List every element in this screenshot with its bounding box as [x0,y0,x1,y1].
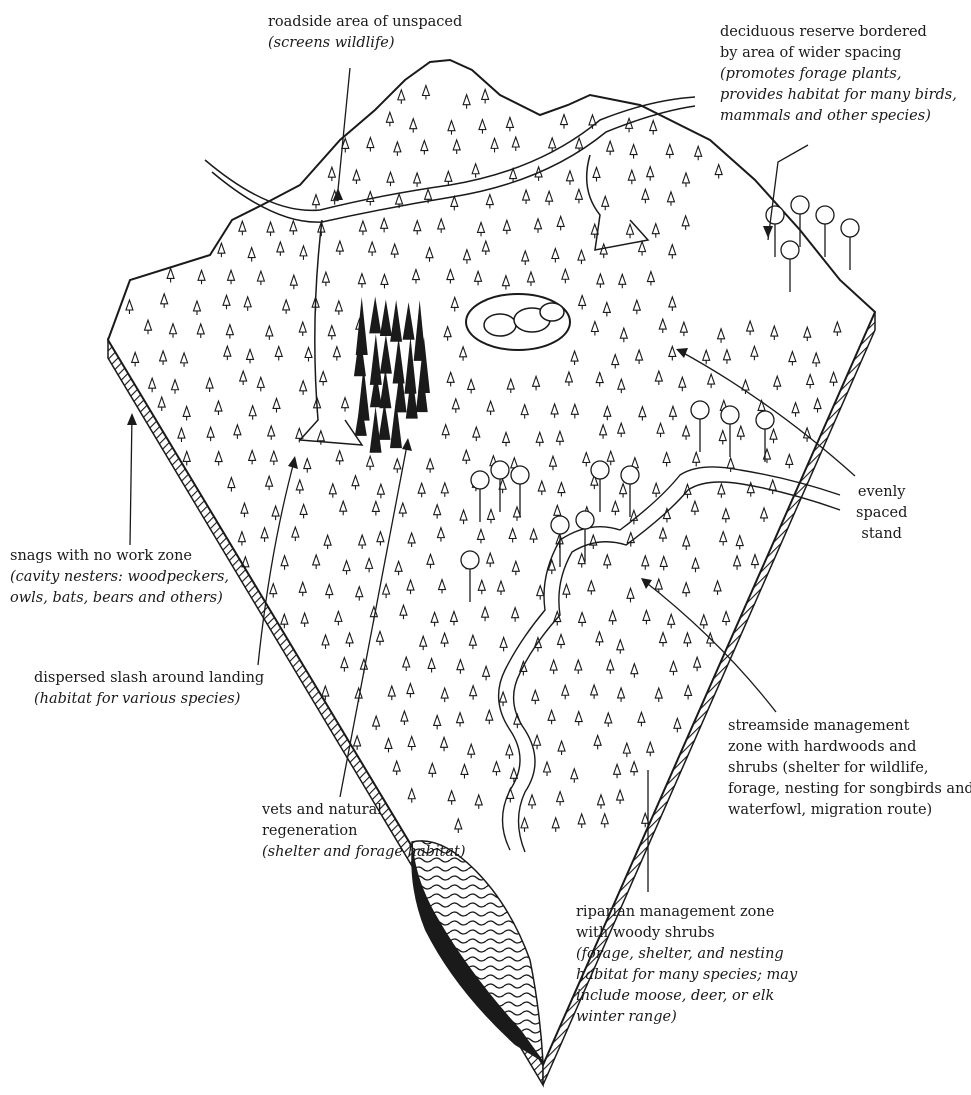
label-deciduous-note-1: (promotes forage plants, [720,64,957,85]
label-slash-note: (habitat for various species) [34,689,264,710]
label-streamside-line-2: zone with hardwoods and [728,737,971,758]
label-vets-regeneration: vets and natural regeneration (shelter a… [262,800,465,863]
label-roadside-area: roadside area of unspaced (screens wildl… [268,12,462,54]
label-vets-title-1: vets and natural [262,800,465,821]
hardwood-crown [841,219,859,237]
label-streamside-line-1: streamside management [728,716,971,737]
label-deciduous-title-1: deciduous reserve bordered [720,22,957,43]
hardwood-crown [491,461,509,479]
hardwood-crown [576,511,594,529]
hardwood-crown [461,551,479,569]
label-deciduous-reserve: deciduous reserve bordered by area of wi… [720,22,957,127]
hardwood-crown [781,241,799,259]
label-riparian-note-1: (forage, shelter, and nesting [576,944,797,965]
label-riparian-note-4: winter range) [576,1007,797,1028]
label-snags-title: snags with no work zone [10,546,229,567]
label-slash-title: dispersed slash around landing [34,668,264,689]
label-vets-title-2: regeneration [262,821,465,842]
label-deciduous-note-3: mammals and other species) [720,106,957,127]
label-snags-note-2: owls, bats, bears and others) [10,588,229,609]
label-riparian-note-2: habitat for many species; may [576,965,797,986]
hardwood-crown [721,406,739,424]
label-vets-note: (shelter and forage habitat) [262,842,465,863]
hardwood-crown [756,411,774,429]
label-roadside-title: roadside area of unspaced [268,12,462,33]
leader-snags [130,415,132,545]
label-riparian-title-2: with woody shrubs [576,923,797,944]
label-streamside-line-4: forage, nesting for songbirds and [728,779,971,800]
hardwood-crown [471,471,489,489]
label-evenly-line-1: evenly [856,482,907,503]
hardwood-crown [591,461,609,479]
label-evenly-spaced-stand: evenly spaced stand [856,482,907,545]
hardwood-crown [691,401,709,419]
label-riparian-note-3: include moose, deer, or elk [576,986,797,1007]
hardwood-crown [511,466,529,484]
label-dispersed-slash: dispersed slash around landing (habitat … [34,668,264,710]
label-riparian-zone: riparian management zone with woody shru… [576,902,797,1028]
label-riparian-title-1: riparian management zone [576,902,797,923]
hardwood-crown [766,206,784,224]
hardwood-crown [621,466,639,484]
label-roadside-note: (screens wildlife) [268,33,462,54]
label-snags: snags with no work zone (cavity nesters:… [10,546,229,609]
label-evenly-line-2: spaced [856,503,907,524]
label-evenly-line-3: stand [856,524,907,545]
label-streamside-line-3: shrubs (shelter for wildlife, [728,758,971,779]
label-snags-note-1: (cavity nesters: woodpeckers, [10,567,229,588]
hardwood-crown [551,516,569,534]
label-streamside-line-5: waterfowl, migration route) [728,800,971,821]
hardwood-crown [816,206,834,224]
label-deciduous-note-2: provides habitat for many birds, [720,85,957,106]
hardwood-crown [791,196,809,214]
label-streamside-zone: streamside management zone with hardwood… [728,716,971,821]
label-deciduous-title-2: by area of wider spacing [720,43,957,64]
